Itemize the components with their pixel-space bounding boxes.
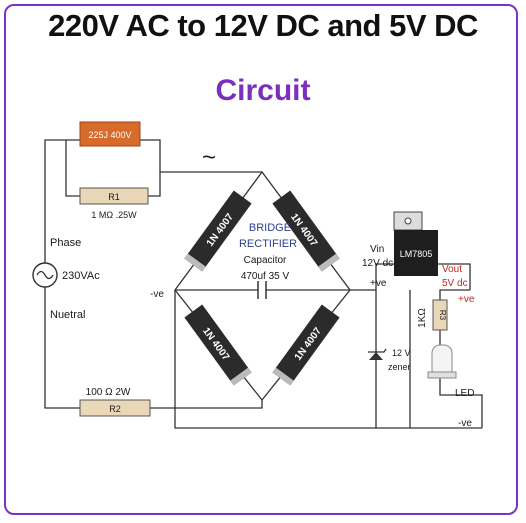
r2-name: R2	[109, 404, 121, 414]
regulator-hole	[404, 217, 412, 225]
wire-bottom	[150, 400, 263, 409]
vout-pos-label: +ve	[458, 294, 475, 305]
vin-label: Vin	[370, 244, 384, 255]
capacitor-label: Capacitor	[244, 255, 287, 266]
ac-source-wave-icon	[36, 270, 54, 280]
diode-bottom-right: 1N 4007	[272, 304, 340, 386]
zener-icon	[369, 352, 383, 360]
wire-r1-right	[148, 172, 161, 197]
vout-label: Vout	[442, 264, 462, 275]
ac-voltage-label: 230VAc	[62, 270, 100, 282]
ac-wave-icon: ~	[202, 144, 216, 171]
bridge-diamond	[174, 170, 351, 402]
bridge-label-2: RECTIFIER	[239, 238, 297, 250]
page-title: 220V AC to 12V DC and 5V DC	[48, 8, 478, 43]
vout-voltage: 5V dc	[442, 278, 468, 289]
r3-value: 1KΩ	[417, 308, 428, 328]
wires	[44, 139, 483, 429]
zener-label: zener	[388, 362, 411, 372]
bridge-label-1: BRIDGE	[249, 222, 291, 234]
neg-right-label: -ve	[458, 418, 472, 429]
wire-vout	[438, 263, 471, 290]
zener-voltage: 12 V	[392, 348, 411, 358]
resistor-r3	[432, 299, 448, 331]
diode-top-left: 1N 4007	[184, 190, 252, 272]
resistor-r1	[79, 187, 149, 205]
zener-bar	[368, 348, 387, 353]
resistor-r2	[79, 399, 151, 417]
vin-pos-label: +ve	[370, 278, 387, 289]
diode-bottom-left: 1N 4007	[184, 304, 252, 386]
wire-top	[140, 139, 262, 173]
r3-name: R3	[438, 310, 447, 321]
r1-value: 1 MΩ .25W	[91, 210, 137, 220]
r2-value: 100 Ω 2W	[86, 387, 131, 398]
page-subtitle: Circuit	[215, 74, 311, 107]
x-capacitor-label: 225J 400V	[88, 130, 131, 140]
neutral-label: Nuetral	[50, 309, 85, 321]
capacitor-value: 470uf 35 V	[241, 271, 290, 282]
wire-r3-top	[439, 289, 470, 300]
wire-led-gnd	[439, 378, 483, 428]
r1-name: R1	[108, 192, 120, 202]
neg-left-label: -ve	[150, 289, 164, 300]
x-capacitor	[79, 121, 141, 147]
wire-ground	[174, 290, 482, 429]
wire-vin	[350, 263, 402, 291]
led-label: LED	[455, 388, 474, 399]
wire-r1-left	[65, 140, 80, 197]
led-rim	[427, 371, 457, 379]
phase-label: Phase	[50, 237, 81, 249]
vin-voltage: 12V dc	[362, 258, 393, 269]
regulator-label: LM7805	[400, 249, 433, 259]
regulator-body	[394, 230, 438, 276]
